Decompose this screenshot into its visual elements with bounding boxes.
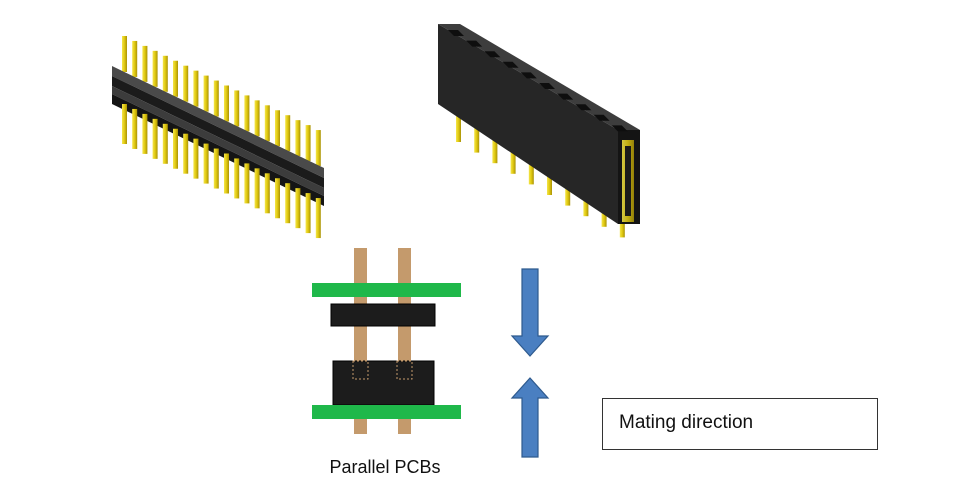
pin xyxy=(142,45,148,82)
pin xyxy=(132,108,138,149)
pin xyxy=(173,128,178,169)
female-socket-header-icon xyxy=(438,24,640,238)
header-housing xyxy=(330,303,436,327)
pin xyxy=(142,113,148,154)
pin xyxy=(234,90,240,127)
pin xyxy=(254,168,260,209)
pin xyxy=(285,183,291,224)
arrow-down xyxy=(510,268,550,357)
top-pcb xyxy=(312,283,461,297)
pin xyxy=(474,108,480,153)
pin xyxy=(152,50,158,87)
pin xyxy=(183,133,189,174)
bottom-pcb xyxy=(312,405,461,419)
pin xyxy=(162,123,168,164)
socket-contact-right xyxy=(396,360,413,380)
pin xyxy=(122,36,127,72)
male-pin-header-icon xyxy=(112,36,324,239)
pin xyxy=(254,100,260,137)
parallel-pcb-schematic xyxy=(312,248,461,434)
pin xyxy=(315,130,321,167)
pin xyxy=(132,40,138,77)
pin xyxy=(224,153,229,194)
pin xyxy=(264,173,270,214)
socket-contact-left xyxy=(352,360,369,380)
pin xyxy=(275,178,280,219)
socket-slot xyxy=(593,114,610,121)
diagram-caption: Parallel PCBs xyxy=(329,457,441,477)
socket-slot xyxy=(611,125,628,132)
socket-slot xyxy=(575,104,592,111)
pin xyxy=(305,125,311,162)
pin xyxy=(224,85,229,122)
arrow-up xyxy=(510,377,550,458)
pin xyxy=(315,198,321,239)
legend-box: Mating direction xyxy=(602,398,878,450)
pin xyxy=(213,148,219,189)
pin xyxy=(305,193,311,234)
pin xyxy=(152,118,158,159)
legend-label: Mating direction xyxy=(619,412,754,433)
pin xyxy=(456,98,461,142)
pin xyxy=(213,80,219,117)
pin xyxy=(193,70,199,107)
pin-header-illustration xyxy=(112,36,324,239)
pin xyxy=(173,60,178,97)
pin xyxy=(295,188,301,229)
pin xyxy=(183,65,189,102)
pin xyxy=(275,110,280,147)
pin xyxy=(244,95,250,132)
socket-slot xyxy=(557,93,574,100)
pin xyxy=(193,138,199,179)
pin xyxy=(244,163,250,204)
socket-slot xyxy=(448,30,464,36)
pin xyxy=(295,120,301,157)
socket-housing xyxy=(332,360,435,406)
socket-slot xyxy=(484,51,501,58)
socket-slot xyxy=(539,83,555,89)
socket-slot xyxy=(466,40,483,47)
pin xyxy=(203,75,209,112)
socket-slot xyxy=(502,61,519,68)
block-arrow-icon xyxy=(510,268,550,458)
pin xyxy=(203,143,209,184)
socket-illustration xyxy=(438,24,640,238)
pin xyxy=(162,55,168,92)
pin xyxy=(264,105,270,142)
pin xyxy=(234,158,240,199)
pin xyxy=(285,115,291,152)
pin xyxy=(122,104,127,144)
socket-slot xyxy=(520,72,537,79)
